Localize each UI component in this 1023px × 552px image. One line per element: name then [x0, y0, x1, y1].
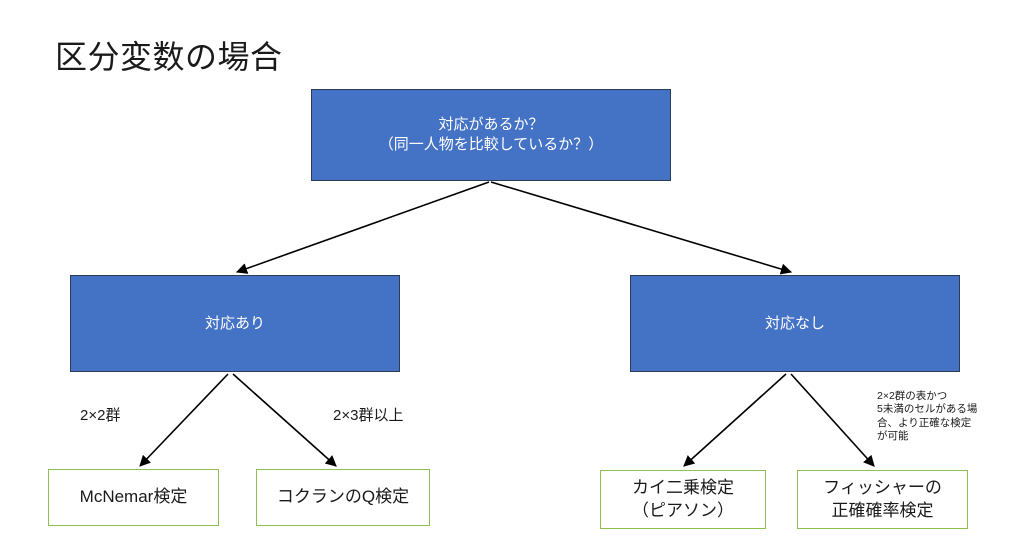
node-mcnemar[interactable]: McNemar検定 [48, 469, 219, 526]
page-title: 区分変数の場合 [55, 39, 283, 75]
node-paired[interactable]: 対応あり [70, 275, 400, 372]
node-fisher-text: フィッシャーの 正確確率検定 [817, 477, 948, 522]
node-chi-square-line2: （ピアソン） [632, 500, 734, 520]
node-chi-square-line1: カイ二乗検定 [632, 478, 734, 498]
connector-unpaired-to-chisquare [683, 373, 787, 467]
node-unpaired[interactable]: 対応なし [630, 275, 960, 372]
node-root-line1: 対応があるか？ [438, 116, 544, 134]
node-paired-label: 対応あり [204, 314, 265, 332]
connector-unpaired-to-fisher [790, 373, 875, 467]
annotation-fisher-note-line2: 5未満のセルがある場 [877, 403, 978, 416]
annotation-fisher-note-line4: が可能 [877, 430, 909, 443]
node-cochran-q-label: コクランのQ検定 [276, 487, 410, 507]
node-fisher-line1: フィッシャーの [823, 478, 942, 498]
node-root-text: 対応があるか？ （同一人物を比較しているか？） [373, 115, 610, 155]
node-fisher[interactable]: フィッシャーの 正確確率検定 [797, 470, 968, 529]
edge-label-two-by-two: 2×2群 [80, 407, 121, 424]
annotation-fisher-note: 2×2群の表かつ 5未満のセルがある場 合、より正確な検定 が可能 [877, 390, 995, 444]
connector-paired-to-mcnemar [139, 373, 229, 467]
annotation-fisher-note-line1: 2×2群の表かつ [877, 390, 948, 402]
node-fisher-line2: 正確確率検定 [831, 500, 934, 520]
node-mcnemar-label: McNemar検定 [79, 487, 188, 507]
edge-label-two-by-three-or-more: 2×3群以上 [333, 407, 404, 424]
node-chi-square-text: カイ二乗検定 （ピアソン） [626, 477, 740, 522]
annotation-fisher-note-line3: 合、より正確な検定 [877, 416, 972, 429]
connector-root-to-paired [235, 181, 490, 274]
node-unpaired-label: 対応なし [764, 314, 825, 332]
connector-root-to-unpaired [490, 181, 793, 275]
connector-paired-to-cochran [232, 373, 337, 467]
node-root-line2: （同一人物を比較しているか？） [378, 136, 604, 153]
node-chi-square[interactable]: カイ二乗検定 （ピアソン） [600, 470, 766, 529]
node-cochran-q[interactable]: コクランのQ検定 [256, 469, 430, 526]
node-root-question[interactable]: 対応があるか？ （同一人物を比較しているか？） [311, 89, 671, 181]
